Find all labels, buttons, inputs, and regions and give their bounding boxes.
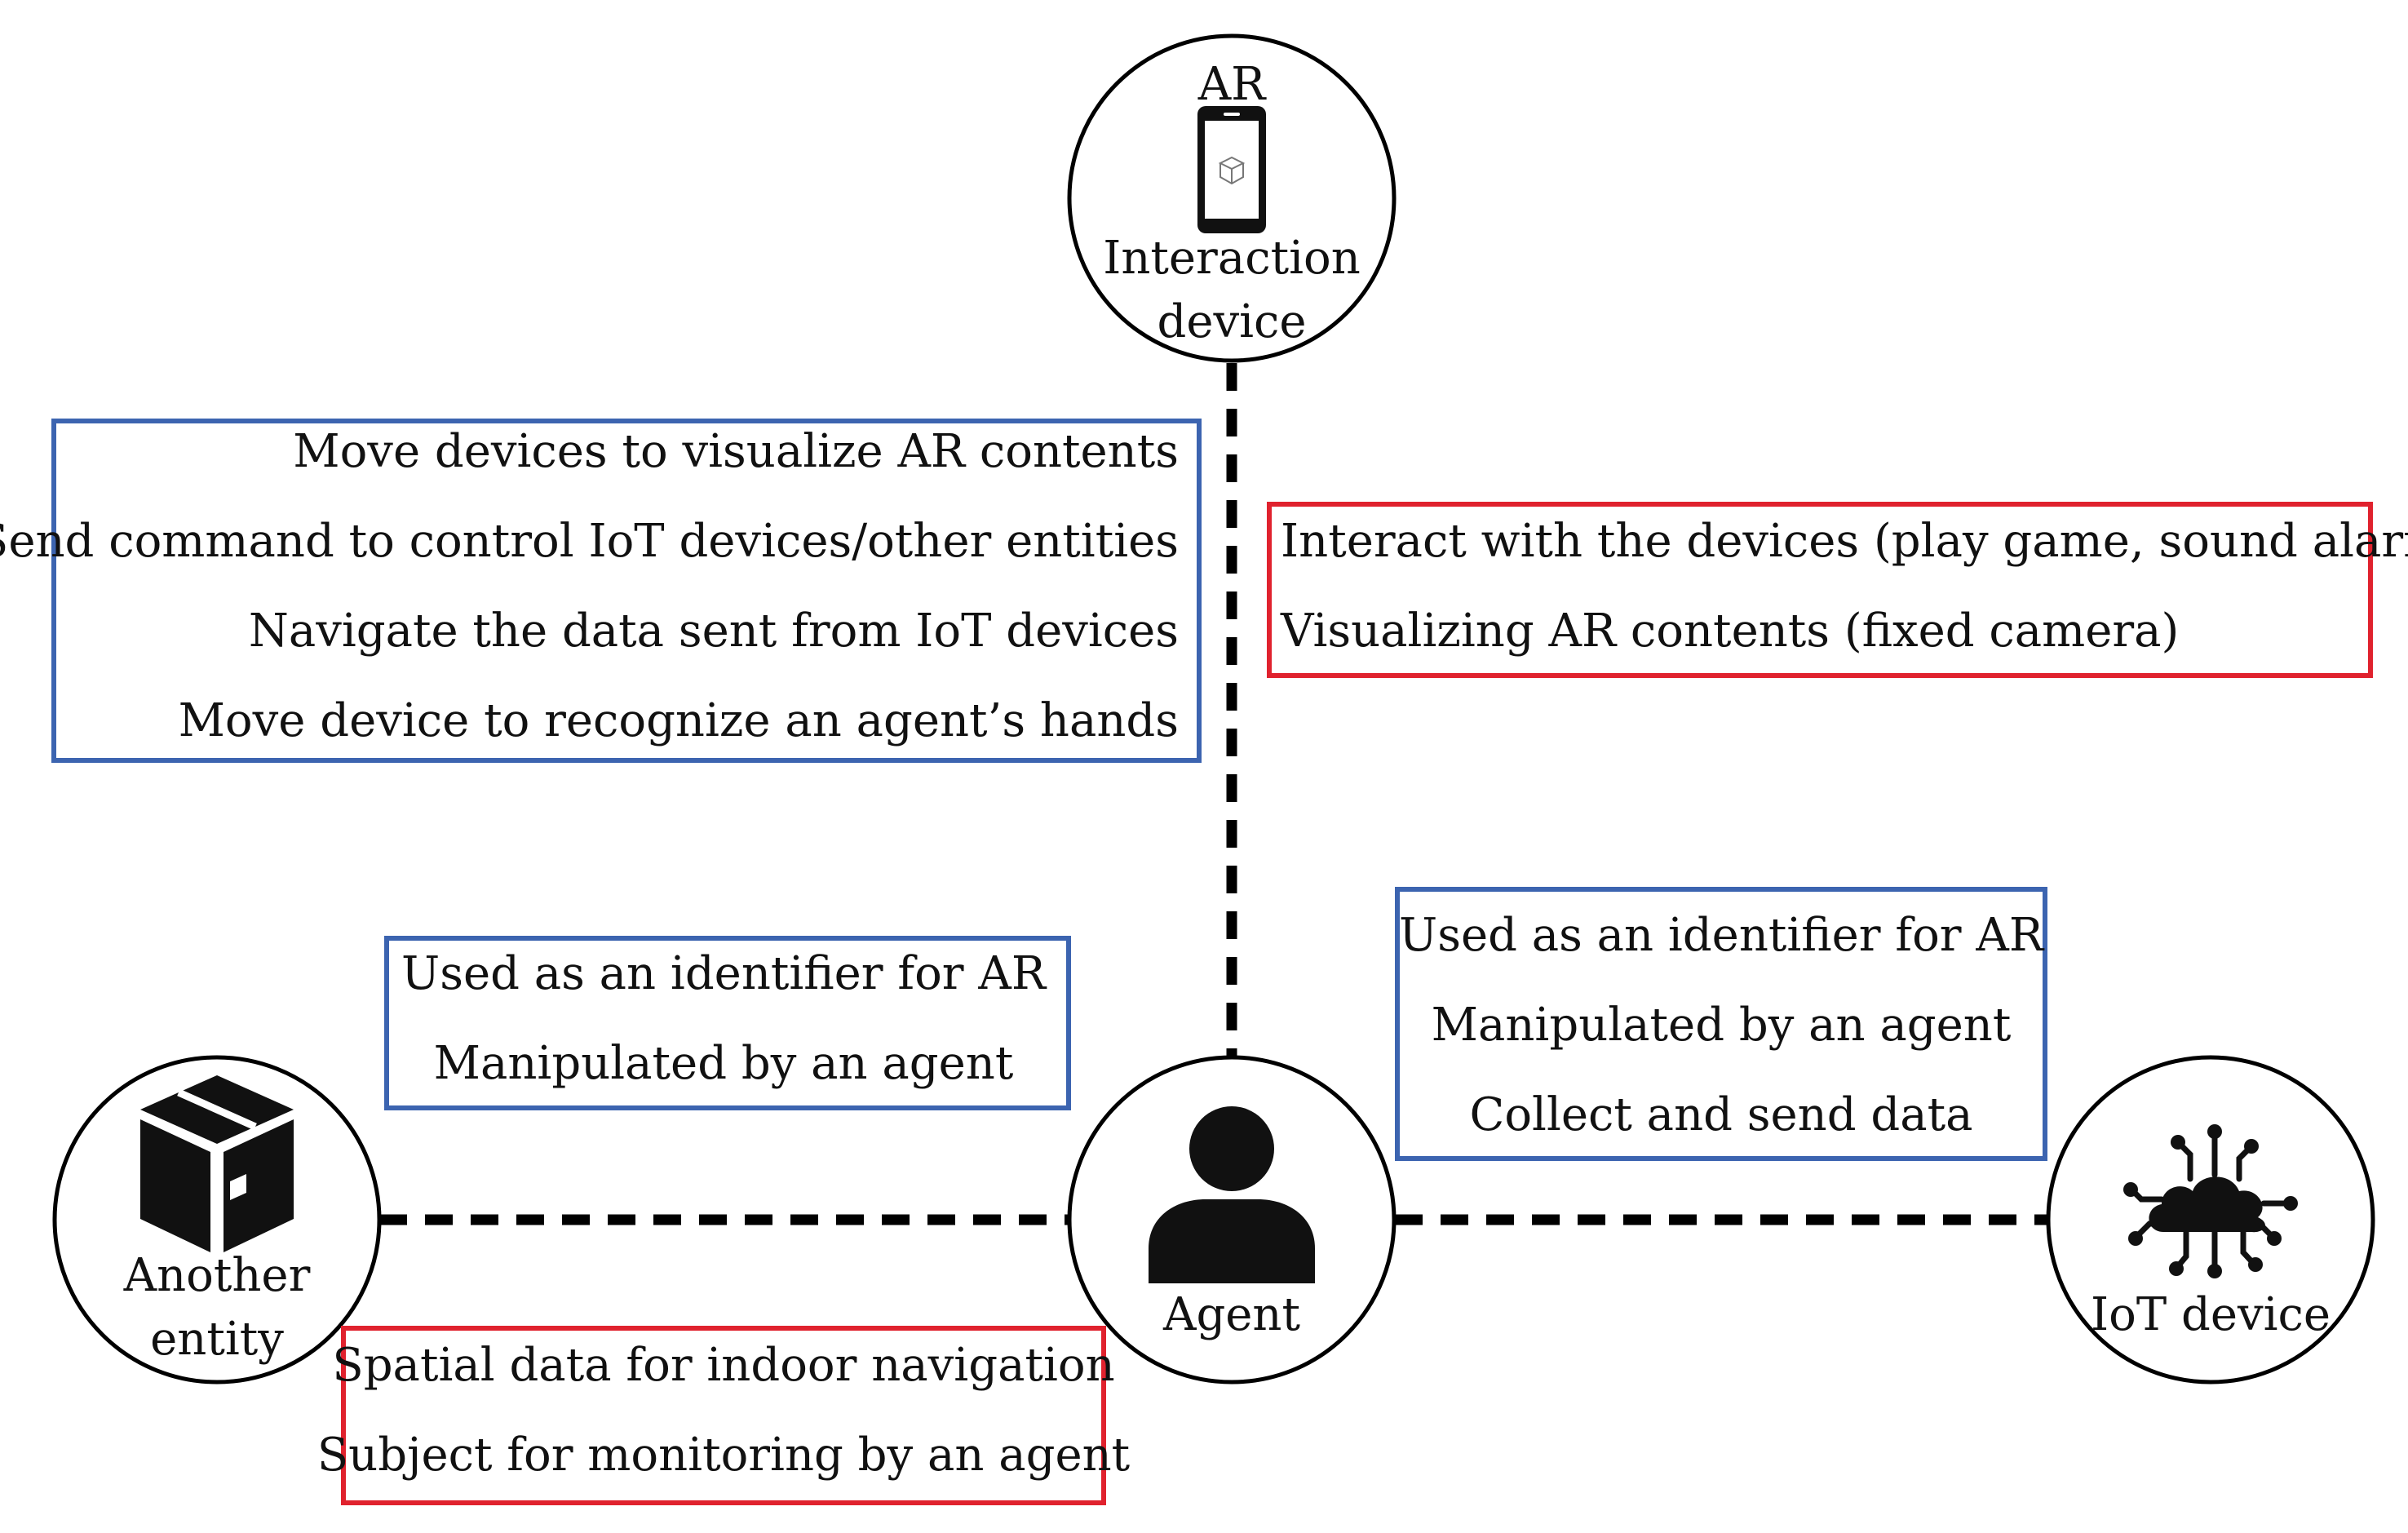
node-interaction-device: AR Interaction device (1067, 33, 1397, 363)
box-frame (1267, 502, 2373, 678)
iot-device-label: IoT device (2091, 1288, 2331, 1341)
box-frame (384, 936, 1071, 1110)
box-line: Send command to control IoT devices/othe… (0, 515, 1179, 568)
box-line: Spatial data for indoor navigation (332, 1339, 1114, 1392)
box-line: Collect and send data (1469, 1088, 1972, 1141)
agent-label: Agent (1162, 1288, 1300, 1341)
cloud-iot-icon (2123, 1124, 2298, 1278)
ar-label: AR (1197, 58, 1267, 111)
box-line: Interact with the devices (play game, so… (1281, 515, 2408, 568)
interaction-device-label-line2: device (1157, 295, 1306, 348)
node-circle (52, 1055, 382, 1385)
box-frame (1395, 887, 2047, 1161)
person-icon (1149, 1106, 1315, 1283)
node-iot-device: IoT device (2046, 1055, 2375, 1385)
box-line: Visualizing AR contents (fixed camera) (1280, 605, 2179, 658)
box-line: Manipulated by an agent (434, 1037, 1014, 1090)
box-device-to-agent: Interact with the devices (play game, so… (1267, 502, 2408, 678)
box-frame (341, 1326, 1106, 1505)
box-icon (140, 1075, 294, 1252)
box-line: Move device to recognize an agent’s hand… (179, 694, 1179, 747)
box-entity-to-agent: Used as an identifier for AR Manipulated… (384, 936, 1071, 1110)
connectors (379, 363, 2047, 1225)
box-iot-to-agent: Used as an identifier for AR Manipulated… (1395, 887, 2047, 1161)
box-line: Subject for monitoring by an agent (317, 1429, 1131, 1482)
another-entity-label-line2: entity (150, 1313, 284, 1366)
box-agent-to-device: Move devices to visualize AR contents Se… (0, 419, 1202, 763)
box-frame (51, 419, 1202, 763)
box-line: Manipulated by an agent (1432, 999, 2012, 1052)
interaction-device-label-line1: Interaction (1103, 232, 1361, 285)
smartphone-ar-icon (1197, 106, 1266, 233)
box-line: Used as an identifier for AR (401, 947, 1047, 1000)
box-line: Used as an identifier for AR (1399, 909, 2045, 962)
another-entity-label-line1: Another (123, 1249, 311, 1302)
box-agent-to-entity: Spatial data for indoor navigation Subje… (317, 1326, 1131, 1505)
node-another-entity: Another entity (52, 1055, 382, 1385)
box-line: Move devices to visualize AR contents (293, 425, 1179, 478)
box-line: Navigate the data sent from IoT devices (249, 605, 1179, 658)
node-agent: Agent (1067, 1055, 1397, 1385)
